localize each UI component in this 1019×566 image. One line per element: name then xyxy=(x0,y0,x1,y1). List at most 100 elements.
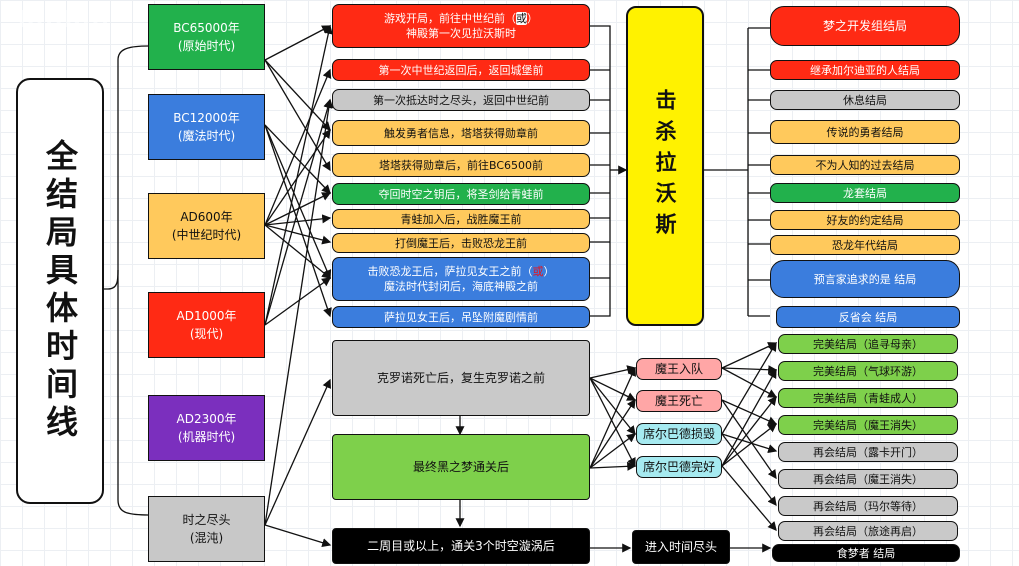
ending-perfect-mother[interactable]: 完美结局（追寻母亲） xyxy=(778,334,958,354)
trigger-8[interactable]: 击败恐龙王后，萨拉见女王之前（或） 魔法时代封闭后，海底神殿之前 xyxy=(332,257,590,301)
era-label: AD2300年 xyxy=(176,412,237,426)
era-bc12000[interactable]: BC12000年 (魔法时代) xyxy=(148,94,265,160)
ending-reflection[interactable]: 反省会 结局 xyxy=(776,306,960,328)
trigger-text: 萨拉见女王后，吊坠附魔剧情前 xyxy=(384,310,538,324)
era-sublabel: (机器时代) xyxy=(177,430,236,444)
era-label: BC12000年 xyxy=(173,111,240,125)
ending-label: 完美结局（魔王消失） xyxy=(813,418,923,432)
ending-label: 不为人知的过去结局 xyxy=(815,158,915,172)
trigger-7[interactable]: 打倒魔王后，击败恐龙王前 xyxy=(332,233,590,253)
trigger-text: 塔塔获得勋章后，前往BC6500前 xyxy=(378,158,544,172)
ending-perfect-magus[interactable]: 完美结局（魔王消失） xyxy=(778,415,958,435)
main-title-text: 全结局具体时间线 xyxy=(41,139,79,443)
node-crono-dead[interactable]: 克罗诺死亡后，复生克罗诺之前 xyxy=(332,340,590,416)
main-title: 全结局具体时间线 xyxy=(16,78,104,504)
ending-dino-age[interactable]: 恐龙年代结局 xyxy=(770,235,960,255)
ending-friend-promise[interactable]: 好友的约定结局 xyxy=(770,210,960,230)
ending-label: 再会结局（旅途再启） xyxy=(813,524,923,538)
trigger-text: 魔法时代封闭后，海底神殿之前 xyxy=(384,280,538,293)
ending-unknown-past[interactable]: 不为人知的过去结局 xyxy=(770,155,960,175)
trigger-game-start[interactable]: 游戏开局，前往中世纪前（或） 神殿第一次见拉沃斯时 xyxy=(332,4,590,48)
cond-magus-joins[interactable]: 魔王入队 xyxy=(636,358,722,380)
ending-label: 好友的约定结局 xyxy=(826,213,904,227)
trigger-2[interactable]: 第一次抵达时之尽头，返回中世纪前 xyxy=(332,89,590,111)
watermark-logo: bilibili xyxy=(18,8,111,33)
ending-guardia-heir[interactable]: 继承加尔迪亚的人结局 xyxy=(770,60,960,80)
ending-dream-devourer[interactable]: 食梦者 结局 xyxy=(772,544,960,562)
ending-reunion-marle[interactable]: 再会结局（玛尔等待） xyxy=(778,496,958,516)
trigger-text: 打倒魔王后，击败恐龙王前 xyxy=(395,236,527,250)
node-text: 最终黑之梦通关后 xyxy=(412,459,509,474)
cond-label: 席尔巴德损毁 xyxy=(642,426,715,441)
ending-legendary-hero[interactable]: 传说的勇者结局 xyxy=(770,120,960,144)
ending-reunion-lucca[interactable]: 再会结局（露卡开门） xyxy=(778,442,958,462)
era-end-of-time[interactable]: 时之尽头 (混沌) xyxy=(148,496,265,562)
ending-label: 恐龙年代结局 xyxy=(832,238,898,252)
trigger-text: 第一次抵达时之尽头，返回中世纪前 xyxy=(373,93,549,107)
ending-label: 继承加尔迪亚的人结局 xyxy=(810,63,920,77)
era-sublabel: (混沌) xyxy=(189,531,224,545)
cond-epoch-broken[interactable]: 席尔巴德损毁 xyxy=(636,423,722,445)
trigger-3[interactable]: 触发勇者信息，塔塔获得勋章前 xyxy=(332,120,590,146)
era-label: BC65000年 xyxy=(173,21,240,35)
era-label: 时之尽头 xyxy=(182,513,231,527)
trigger-line: 击败恐龙王后，萨拉见女王之前（或） xyxy=(368,264,555,279)
era-bc65000[interactable]: BC65000年 (原始时代) xyxy=(148,4,265,70)
trigger-1[interactable]: 第一次中世纪返回后，返回城堡前 xyxy=(332,59,590,81)
era-sublabel: (魔法时代) xyxy=(177,129,236,143)
ending-label: 食梦者 结局 xyxy=(836,546,896,560)
node-text: 二周目或以上，通关3个时空漩涡后 xyxy=(367,538,555,553)
trigger-text: 第一次中世纪返回后，返回城堡前 xyxy=(378,63,544,77)
ending-dev-team[interactable]: 梦之开发组结局 xyxy=(770,6,960,46)
era-ad600[interactable]: AD600年 (中世纪时代) xyxy=(148,193,265,259)
trigger-text: ） xyxy=(527,12,538,25)
node-enter-end-of-time[interactable]: 进入时间尽头 xyxy=(632,530,730,564)
ending-reunion-magus[interactable]: 再会结局（魔王消失） xyxy=(778,469,958,489)
trigger-text: ） xyxy=(543,265,555,278)
cond-label: 魔王入队 xyxy=(654,361,703,376)
cond-label: 席尔巴德完好 xyxy=(642,459,715,474)
era-ad1000[interactable]: AD1000年 (现代) xyxy=(148,292,265,358)
ending-label: 完美结局（青蛙成人） xyxy=(813,391,923,405)
trigger-4[interactable]: 塔塔获得勋章后，前往BC6500前 xyxy=(332,153,590,177)
ending-label: 完美结局（气球环游） xyxy=(813,364,923,378)
trigger-text: 青蛙加入后，战胜魔王前 xyxy=(400,212,522,226)
ending-reunion-journey[interactable]: 再会结局（旅途再启） xyxy=(778,521,958,541)
ending-label: 再会结局（露卡开门） xyxy=(813,445,923,459)
node-text: 克罗诺死亡后，复生克罗诺之前 xyxy=(376,370,545,385)
ending-perfect-frog[interactable]: 完美结局（青蛙成人） xyxy=(778,388,958,408)
trigger-text: 夺回时空之钥后，将圣剑给青蛙前 xyxy=(378,187,544,201)
node-new-game-plus[interactable]: 二周目或以上，通关3个时空漩涡后 xyxy=(332,528,590,564)
trigger-9[interactable]: 萨拉见女王后，吊坠附魔剧情前 xyxy=(332,306,590,328)
node-final-dream[interactable]: 最终黑之梦通关后 xyxy=(332,434,590,500)
trigger-text: 触发勇者信息，塔塔获得勋章前 xyxy=(384,126,538,140)
ending-label: 再会结局（魔王消失） xyxy=(813,472,923,486)
ending-label: 传说的勇者结局 xyxy=(826,125,904,139)
cond-epoch-intact[interactable]: 席尔巴德完好 xyxy=(636,456,722,478)
era-label: AD600年 xyxy=(180,210,233,224)
or-marker: 或 xyxy=(532,265,544,278)
ending-label: 梦之开发组结局 xyxy=(822,18,907,33)
era-sublabel: (原始时代) xyxy=(177,39,236,53)
cond-label: 魔王死亡 xyxy=(654,393,703,408)
ending-label: 完美结局（追寻母亲） xyxy=(813,337,923,351)
era-ad2300[interactable]: AD2300年 (机器时代) xyxy=(148,395,265,461)
kill-lavos-label: 击杀拉沃斯 xyxy=(653,88,677,244)
ending-label: 龙套结局 xyxy=(843,186,887,200)
ending-label: 预言家追求的是 结局 xyxy=(813,272,917,286)
or-marker: 或 xyxy=(516,12,527,25)
ending-label: 反省会 结局 xyxy=(838,310,898,324)
trigger-text: 击败恐龙王后，萨拉见女王之前（ xyxy=(367,265,533,278)
trigger-5[interactable]: 夺回时空之钥后，将圣剑给青蛙前 xyxy=(332,183,590,205)
ending-prophet[interactable]: 预言家追求的是 结局 xyxy=(770,260,960,298)
kill-lavos-box[interactable]: 击杀拉沃斯 xyxy=(626,6,704,326)
ending-perfect-balloon[interactable]: 完美结局（气球环游） xyxy=(778,361,958,381)
trigger-line: 游戏开局，前往中世纪前（或） xyxy=(384,11,538,26)
ending-rest[interactable]: 休息结局 xyxy=(770,90,960,110)
cond-magus-dies[interactable]: 魔王死亡 xyxy=(636,390,722,412)
era-label: AD1000年 xyxy=(176,309,237,323)
trigger-text: 神殿第一次见拉沃斯时 xyxy=(406,27,516,40)
trigger-6[interactable]: 青蛙加入后，战胜魔王前 xyxy=(332,209,590,229)
ending-supporting-cast[interactable]: 龙套结局 xyxy=(770,183,960,203)
trigger-text: 游戏开局，前往中世纪前（ xyxy=(384,12,516,25)
